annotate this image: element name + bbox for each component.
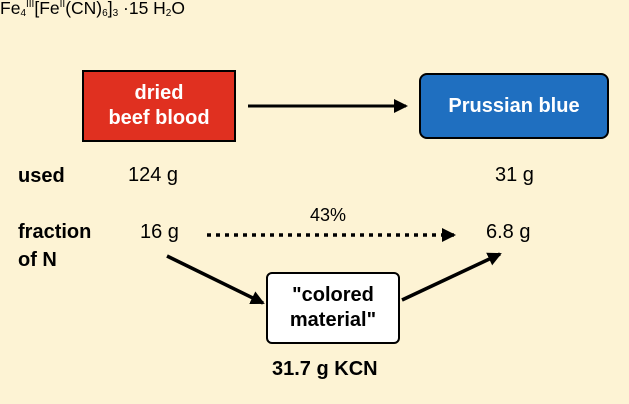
colored-box-line2: material" xyxy=(289,309,377,331)
formula-part: O xyxy=(171,0,185,18)
formula-sup: III xyxy=(26,0,35,10)
formula-part: ·15 H xyxy=(118,0,166,18)
colored-box-line1: "colored xyxy=(292,284,374,306)
prussian-blue-label: Prussian blue xyxy=(448,94,580,117)
formula-part: ] xyxy=(107,0,113,18)
label-of-n: of N xyxy=(18,249,57,271)
value-n-blood: 16 g xyxy=(140,221,179,243)
prussian-blue-formula: Fe4III[FeII(CN)6]3 ·15 H2O xyxy=(0,0,629,19)
formula-sub: 6 xyxy=(102,8,108,19)
dried-beef-blood-box: dried beef blood xyxy=(82,70,236,142)
blood-box-line1: dried xyxy=(134,82,184,104)
kcn-amount: 31.7 g KCN xyxy=(272,358,378,380)
formula-sup: II xyxy=(59,0,66,10)
arrow-from-colored-material xyxy=(401,252,502,302)
yield-percent: 43% xyxy=(310,205,347,225)
value-used-blue: 31 g xyxy=(495,164,534,186)
label-fraction: fraction xyxy=(18,221,92,243)
formula-sub: 2 xyxy=(165,8,172,19)
prussian-blue-box: Prussian blue xyxy=(419,73,609,139)
arrow-to-colored-material xyxy=(166,254,265,305)
value-used-blood: 124 g xyxy=(128,164,179,186)
colored-material-box: "colored material" xyxy=(266,272,400,344)
formula-part: Fe xyxy=(0,0,21,18)
label-used: used xyxy=(18,165,65,187)
formula-sub: 4 xyxy=(20,8,26,19)
formula-part: (CN) xyxy=(65,0,103,18)
formula-sub: 3 xyxy=(112,8,119,19)
blood-box-line2: beef blood xyxy=(108,107,210,129)
value-n-blue: 6.8 g xyxy=(486,221,531,243)
formula-part: [Fe xyxy=(34,0,60,18)
